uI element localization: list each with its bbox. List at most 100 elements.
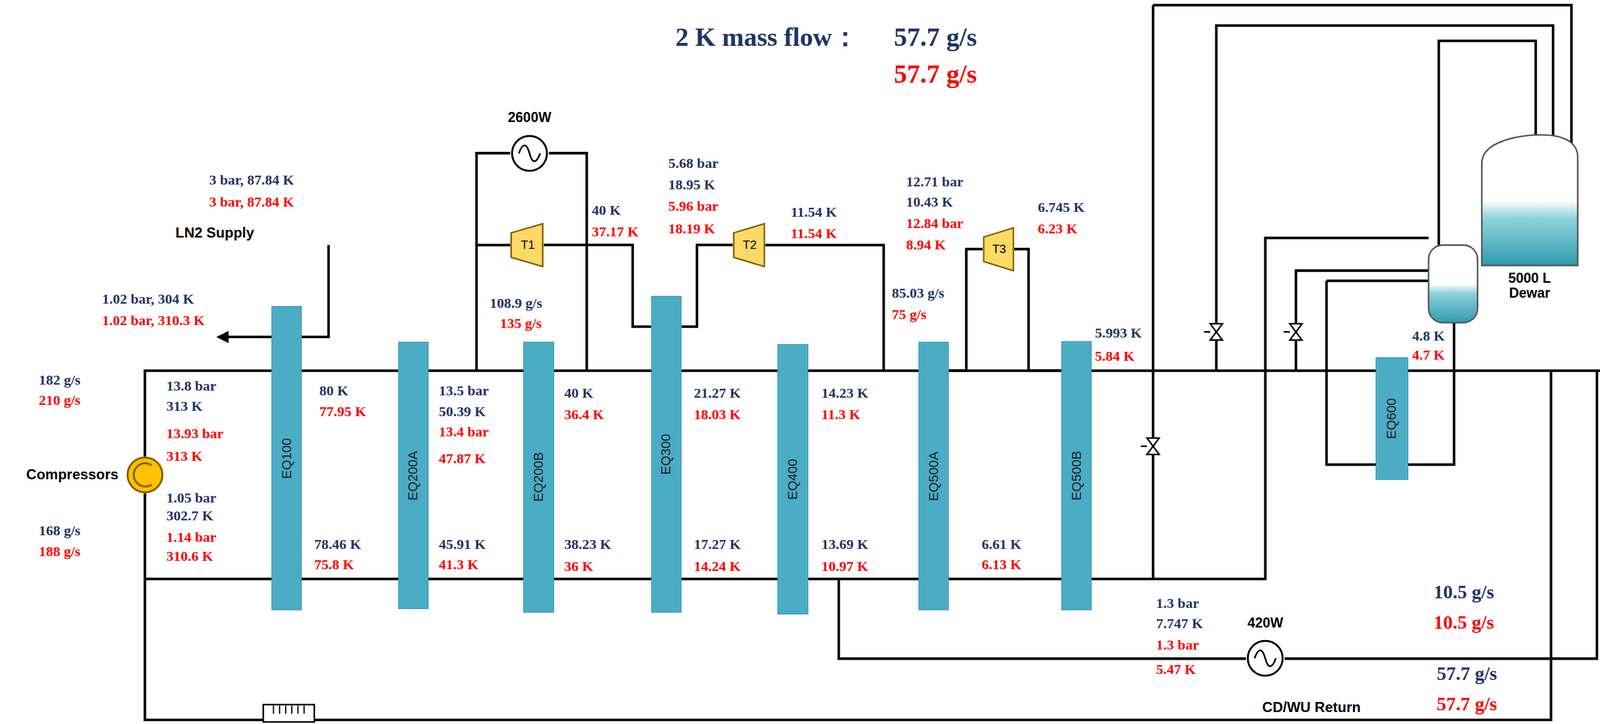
value-label: 41.3 K bbox=[438, 556, 479, 573]
heat-exchanger: EQ500A bbox=[918, 341, 949, 611]
value-label: 18.19 K bbox=[668, 220, 716, 237]
valve-symbol bbox=[1141, 323, 1303, 455]
turbine: T3 bbox=[982, 226, 1015, 272]
value-label: 6.13 K bbox=[981, 556, 1022, 573]
node-label: T3 bbox=[992, 242, 1006, 256]
value-label: 5.96 bar bbox=[668, 198, 719, 214]
value-label: 135 g/s bbox=[500, 315, 542, 331]
heat-exchanger: EQ200B bbox=[523, 341, 554, 612]
node-label: EQ500A bbox=[926, 451, 941, 501]
value-label: 45.91 K bbox=[438, 536, 486, 552]
heat-exchanger: EQ300 bbox=[651, 295, 682, 612]
value-label: 13.8 bar bbox=[166, 377, 217, 394]
node-label: EQ400 bbox=[785, 458, 800, 500]
pipe-connector bbox=[1014, 248, 1062, 371]
node-label: EQ600 bbox=[1384, 398, 1399, 440]
value-label: CD/WU Return bbox=[1262, 699, 1361, 715]
value-label: 5.993 K bbox=[1094, 325, 1142, 341]
value-label: 1.14 bar bbox=[166, 529, 217, 545]
value-label: 12.84 bar bbox=[905, 215, 964, 231]
heading-label: 2 K mass flow： bbox=[675, 23, 859, 52]
value-label: 313 K bbox=[166, 448, 203, 464]
value-label: 302.7 K bbox=[166, 507, 214, 524]
value-label: 10.97 K bbox=[821, 558, 869, 574]
node-label: EQ200A bbox=[405, 450, 421, 500]
heading-label: 57.7 g/s bbox=[894, 23, 977, 52]
node-label: 2600W bbox=[507, 110, 552, 125]
value-label: 75 g/s bbox=[891, 306, 927, 323]
heater-symbol bbox=[1245, 638, 1285, 678]
arrow-head bbox=[216, 330, 229, 344]
node-label: 420W bbox=[1247, 615, 1284, 631]
value-label: 13.93 bar bbox=[166, 425, 224, 442]
heat-exchanger: EQ500B bbox=[1061, 341, 1092, 611]
value-label: 1.05 bar bbox=[166, 489, 217, 506]
value-label: 1.02 bar, 310.3 K bbox=[101, 312, 205, 328]
value-label: 18.95 K bbox=[668, 176, 716, 193]
node-label: Compressors bbox=[26, 466, 119, 483]
value-label: 10.5 g/s bbox=[1433, 611, 1495, 633]
value-label: 17.27 K bbox=[694, 536, 742, 552]
compressor-symbol bbox=[125, 455, 165, 495]
node-label: T2 bbox=[742, 238, 757, 252]
heater-symbol bbox=[510, 133, 549, 173]
value-label: 10.5 g/s bbox=[1433, 581, 1495, 603]
heat-exchanger: EQ400 bbox=[777, 344, 808, 615]
pipe-lines bbox=[144, 5, 1600, 721]
heater-element bbox=[263, 704, 315, 722]
node-label: T1 bbox=[520, 238, 535, 252]
value-label: 6.61 K bbox=[981, 536, 1022, 552]
node-label: EQ300 bbox=[658, 433, 674, 475]
heater: 420W bbox=[1245, 638, 1285, 678]
value-label: 4.7 K bbox=[1412, 347, 1446, 363]
value-label: 78.46 K bbox=[314, 536, 362, 552]
value-label: 168 g/s bbox=[38, 522, 81, 539]
value-label: LN2 Supply bbox=[175, 225, 255, 241]
value-label: 18.03 K bbox=[694, 406, 742, 423]
value-label: 6.23 K bbox=[1037, 220, 1078, 237]
value-label: 50.39 K bbox=[438, 403, 486, 420]
value-label: 47.87 K bbox=[438, 450, 486, 467]
value-label: 14.24 K bbox=[694, 558, 742, 574]
pipe-connector bbox=[544, 244, 652, 327]
heat-exchanger: EQ600 bbox=[1375, 357, 1409, 480]
heater: 2600W bbox=[510, 133, 549, 173]
value-label: 40 K bbox=[564, 385, 594, 401]
value-label: 13.5 bar bbox=[438, 382, 489, 399]
value-label: 4.8 K bbox=[1412, 327, 1446, 344]
value-label: 11.3 K bbox=[821, 406, 861, 423]
value-label: 36.4 K bbox=[564, 406, 605, 423]
value-label: 36 K bbox=[564, 558, 594, 574]
value-label: 310.6 K bbox=[166, 548, 214, 564]
value-label: 3 bar, 87.84 K bbox=[208, 172, 294, 188]
value-label: 5.84 K bbox=[1094, 348, 1135, 364]
value-label: 40 K bbox=[591, 202, 621, 218]
value-label: 10.43 K bbox=[905, 194, 953, 210]
dewar-symbol bbox=[1479, 132, 1580, 268]
value-label: 11.54 K bbox=[791, 225, 837, 242]
value-label: 57.7 g/s bbox=[1436, 693, 1498, 715]
heat-exchanger: EQ100 bbox=[271, 305, 302, 611]
heater-element-ticks bbox=[273, 705, 304, 714]
turbine: T1 bbox=[510, 222, 545, 268]
value-label: 5.68 bar bbox=[668, 155, 719, 171]
value-label: 182 g/s bbox=[38, 372, 81, 388]
turbine: T2 bbox=[732, 222, 766, 268]
heat-exchanger: EQ200A bbox=[398, 341, 429, 609]
compressor: Compressors bbox=[125, 455, 165, 495]
value-label: 38.23 K bbox=[564, 536, 612, 552]
value-label: 210 g/s bbox=[38, 392, 81, 408]
value-label: 57.7 g/s bbox=[1436, 663, 1498, 684]
node-label: EQ500B bbox=[1069, 450, 1084, 500]
value-label: 37.17 K bbox=[591, 223, 639, 240]
value-label: 12.71 bar bbox=[905, 173, 964, 190]
value-label: 75.8 K bbox=[314, 556, 355, 573]
value-label: 1.3 bar bbox=[1155, 636, 1199, 653]
value-label: 6.745 K bbox=[1037, 199, 1085, 215]
value-label: 21.27 K bbox=[694, 385, 742, 401]
heading-label: 57.7 g/s bbox=[894, 60, 977, 89]
value-label: 7.747 K bbox=[1155, 615, 1203, 631]
node-label: 5000 L Dewar bbox=[1491, 270, 1569, 302]
value-label: 77.95 K bbox=[319, 403, 367, 420]
